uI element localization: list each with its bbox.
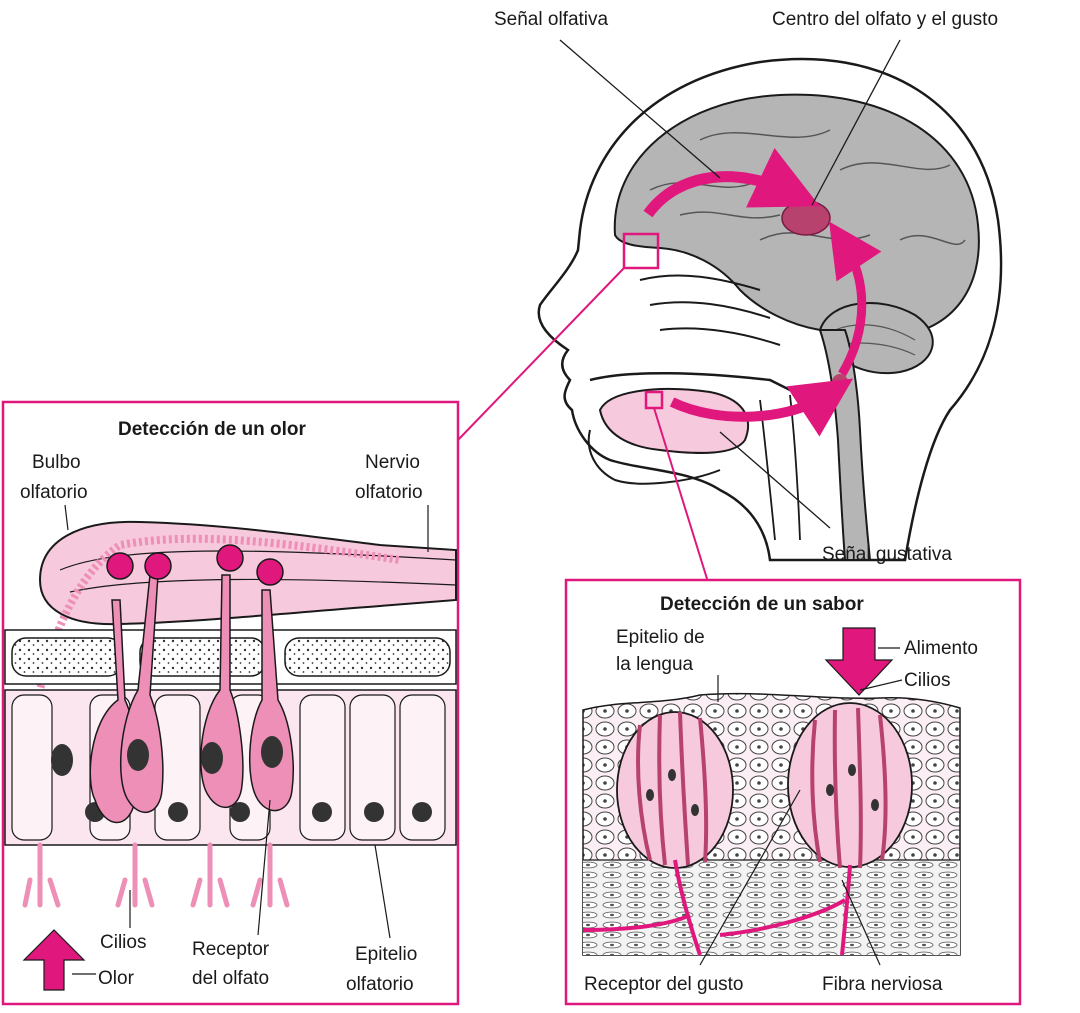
label-cilia: Cilios [100,932,146,953]
nerve-fibers [582,859,852,956]
label-nerve-2: olfatorio [355,482,423,503]
label-tongue-epithelium-1: Epitelio de [616,627,705,648]
label-receptor-1: Receptor [192,939,270,960]
taste-buds [616,702,913,869]
label-epithelium-1: Epitelio [355,944,417,965]
label-smell-taste-center: Centro del olfato y el gusto [772,9,998,30]
label-epithelium-2: olfatorio [346,974,414,995]
label-taste-cilia: Cilios [904,670,950,691]
tongue [598,388,750,454]
label-nerve-1: Nervio [365,452,420,473]
smell-taste-center [781,200,831,236]
label-bulb-1: Bulbo [32,452,81,473]
taste-panel-title: Detección de un sabor [660,594,864,615]
olfactory-region-marker [622,232,660,270]
food-arrow-icon [824,627,894,696]
olfactory-bulb [38,520,457,626]
head-illustration [537,39,1003,562]
smell-panel-title: Detección de un olor [118,419,307,440]
label-olfactory-signal: Señal olfativa [494,9,609,30]
taste-signal-arrow-up [829,221,882,377]
label-receptor-2: del olfato [192,968,269,989]
olfactory-signal-arrow [643,147,820,218]
label-food: Alimento [904,638,978,659]
label-bulb-2: olfatorio [20,482,88,503]
odor-arrow-icon [22,929,86,991]
label-taste-signal: Señal gustativa [822,544,952,565]
taste-panel: Detección de un sabor [564,578,1022,1006]
label-odor: Olor [98,968,135,989]
label-taste-receptor: Receptor del gusto [584,974,744,995]
label-tongue-epithelium-2: la lengua [616,654,694,675]
taste-signal-arrow [669,378,854,437]
label-nerve-fiber: Fibra nerviosa [822,974,943,995]
smell-panel: Detección de un olor [1,400,460,1006]
